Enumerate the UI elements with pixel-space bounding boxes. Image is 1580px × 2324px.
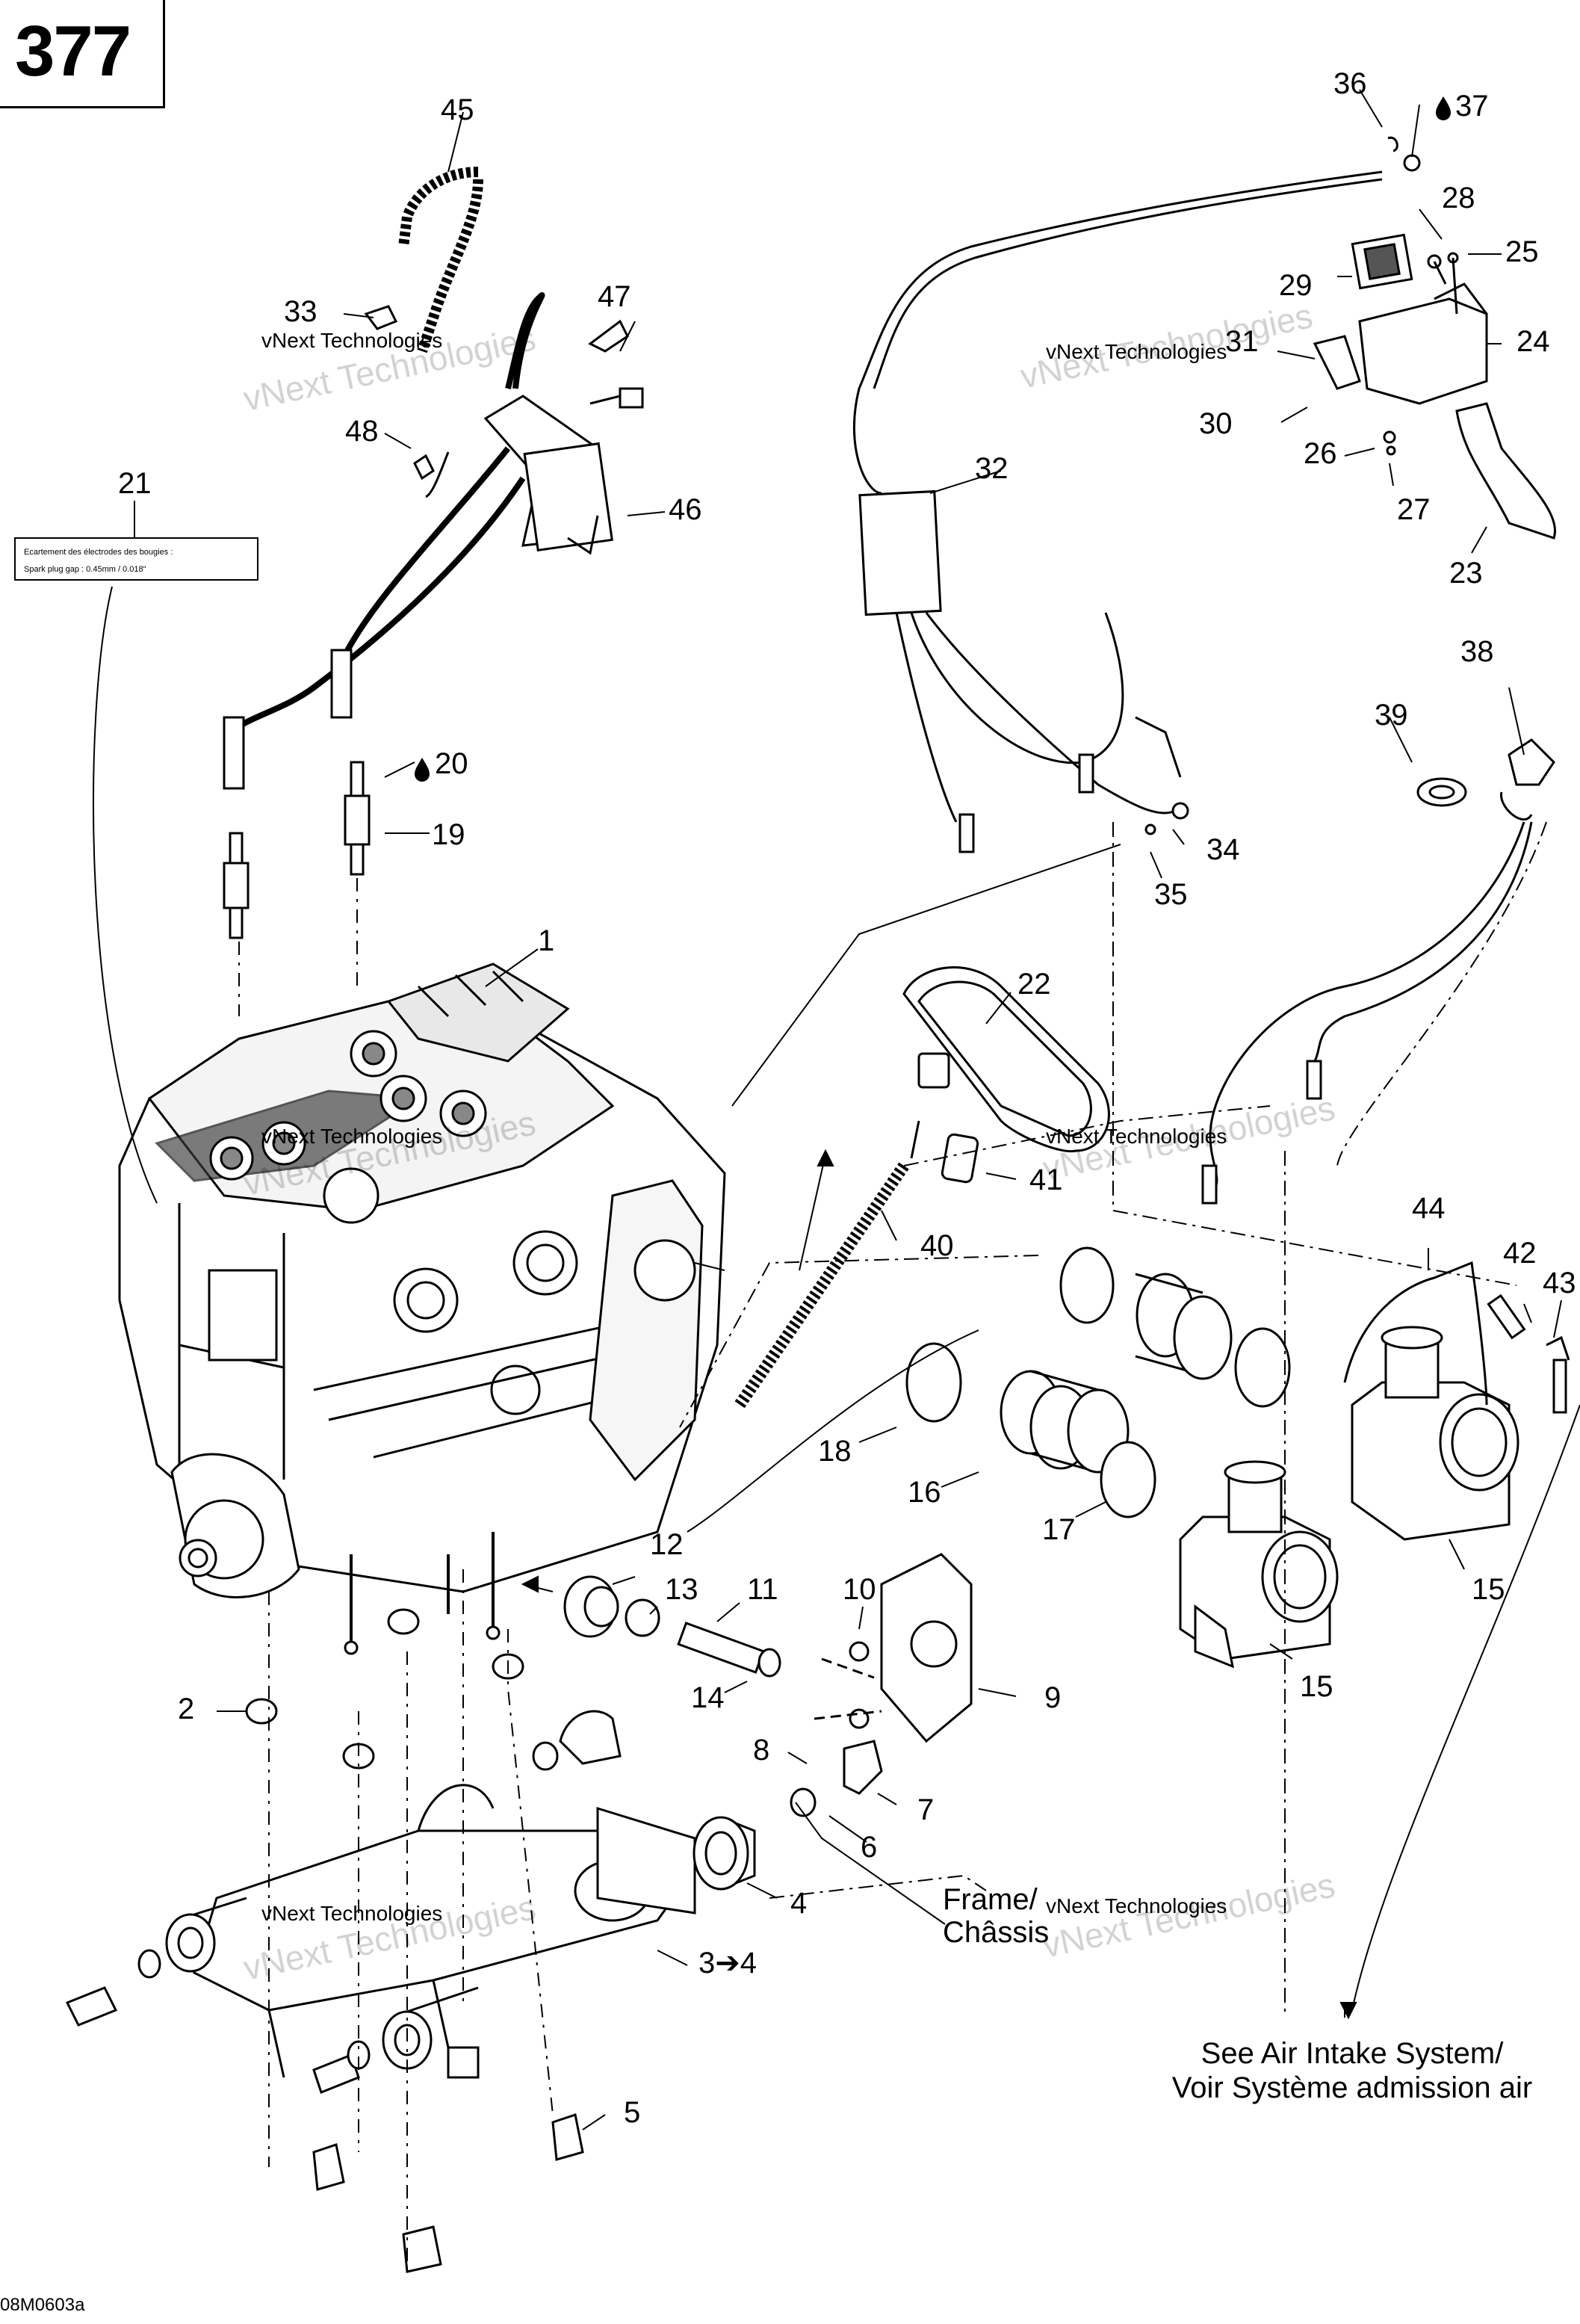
svg-text:vNext Technologies: vNext Technologies bbox=[261, 1125, 442, 1148]
svg-text:37: 37 bbox=[1455, 90, 1489, 123]
svg-text:vNext Technologies: vNext Technologies bbox=[1046, 340, 1227, 363]
washer-6 bbox=[790, 1787, 817, 1817]
callout-6: 6 bbox=[861, 1831, 877, 1864]
frame-label-line1: Frame/ bbox=[943, 1883, 1038, 1916]
callout-23: 23 bbox=[1449, 557, 1483, 590]
oil-drop-icon-37 bbox=[1436, 96, 1451, 120]
callout-1: 1 bbox=[538, 924, 554, 957]
callout-26: 26 bbox=[1304, 437, 1337, 470]
throttle-cable bbox=[1144, 738, 1555, 1205]
callout-3: 3➔4 bbox=[698, 1947, 757, 1980]
ignition-coil-assembly bbox=[223, 167, 644, 790]
spring-40 bbox=[734, 1120, 920, 1409]
spark-plug-19 bbox=[344, 761, 371, 876]
svg-text:vNext Technologies: vNext Technologies bbox=[261, 1902, 442, 1925]
spacers-2 bbox=[245, 1608, 622, 1771]
callout-27: 27 bbox=[1397, 493, 1431, 526]
bolt-7 bbox=[843, 1740, 883, 1795]
callout-21: 21 bbox=[118, 467, 152, 500]
callout-10: 10 bbox=[843, 1573, 876, 1606]
callout-42: 42 bbox=[1503, 1237, 1537, 1270]
callout-28: 28 bbox=[1442, 182, 1475, 214]
callout-2: 2 bbox=[178, 1693, 194, 1725]
svg-text:vNext Technologies: vNext Technologies bbox=[1046, 1894, 1227, 1917]
engine-mount-plate bbox=[65, 1784, 696, 2273]
cap-41 bbox=[941, 1133, 979, 1184]
callout-17: 17 bbox=[1042, 1513, 1076, 1546]
assembly-lines bbox=[521, 821, 1580, 2020]
callout-19: 19 bbox=[432, 818, 465, 851]
callout-35: 35 bbox=[1154, 878, 1188, 911]
callout-11: 11 bbox=[747, 1573, 778, 1606]
mount-rubber-4 bbox=[693, 1816, 756, 1891]
callout-43: 43 bbox=[1543, 1267, 1576, 1299]
air-intake-reference: See Air Intake System/ Voir Système admi… bbox=[1121, 2036, 1580, 2105]
clip-36 bbox=[1387, 136, 1398, 152]
callout-31: 31 bbox=[1225, 325, 1259, 358]
callout-14: 14 bbox=[691, 1681, 725, 1714]
intake-boot-assembly bbox=[905, 1246, 1291, 1518]
frame-label-line2: Châssis bbox=[943, 1916, 1050, 1949]
callout-20: 20 bbox=[415, 747, 468, 782]
frame-label: Frame/ Châssis bbox=[943, 1883, 1049, 1949]
svg-text:Ecartement des électrodes des: Ecartement des électrodes des bougies : bbox=[24, 548, 173, 557]
svg-text:20: 20 bbox=[435, 747, 468, 780]
callout-36: 36 bbox=[1333, 67, 1367, 100]
callout-18: 18 bbox=[818, 1435, 852, 1468]
callouts: 1 2 3➔4 4 5 6 7 8 9 10 11 12 13 14 15 15… bbox=[118, 67, 1576, 2129]
callout-16: 16 bbox=[908, 1476, 941, 1509]
callout-46: 46 bbox=[669, 493, 702, 526]
air-intake-boot-22 bbox=[902, 966, 1110, 1153]
callout-15a: 15 bbox=[1300, 1670, 1333, 1703]
callout-24: 24 bbox=[1517, 325, 1550, 358]
callout-40: 40 bbox=[920, 1229, 954, 1262]
spark-plug-left bbox=[223, 832, 250, 939]
fuel-line-44 bbox=[1343, 1261, 1570, 1414]
air-intake-reference-line2: Voir Système admission air bbox=[1171, 2071, 1533, 2104]
page-number-box: 377 bbox=[0, 0, 165, 108]
throttle-housing bbox=[1313, 233, 1556, 540]
callout-22: 22 bbox=[1017, 968, 1051, 1001]
air-intake-reference-line1: See Air Intake System/ bbox=[1201, 2037, 1504, 2070]
oil-drop-icon-20 bbox=[415, 758, 430, 782]
callout-12: 12 bbox=[650, 1528, 684, 1561]
wiring-harness bbox=[852, 170, 1383, 853]
callout-13: 13 bbox=[665, 1573, 698, 1606]
callout-39: 39 bbox=[1375, 699, 1408, 732]
callout-8: 8 bbox=[753, 1734, 769, 1767]
callout-38: 38 bbox=[1460, 635, 1494, 668]
mounting-hardware bbox=[563, 1553, 973, 1743]
diagram-code: 08M0603a bbox=[0, 2295, 85, 2315]
callout-7: 7 bbox=[917, 1793, 934, 1826]
callout-29: 29 bbox=[1279, 269, 1313, 302]
callout-41: 41 bbox=[1029, 1163, 1063, 1196]
callout-48: 48 bbox=[345, 415, 379, 448]
callout-4: 4 bbox=[790, 1887, 807, 1920]
callout-37: 37 bbox=[1436, 90, 1489, 123]
callout-5: 5 bbox=[624, 2096, 640, 2129]
svg-text:vNext Technologies: vNext Technologies bbox=[1046, 1125, 1227, 1148]
callout-30: 30 bbox=[1199, 407, 1233, 440]
callout-leaders bbox=[217, 89, 1562, 2130]
callout-15b: 15 bbox=[1472, 1573, 1505, 1606]
callout-9: 9 bbox=[1044, 1681, 1061, 1714]
callout-33: 33 bbox=[284, 295, 317, 328]
spark-plug-gap-label: Ecartement des électrodes des bougies : … bbox=[14, 537, 258, 581]
engine-block bbox=[118, 962, 726, 1655]
callout-44: 44 bbox=[1412, 1192, 1446, 1225]
carburetor-front bbox=[1179, 1460, 1339, 1669]
svg-text:vNext Technologies: vNext Technologies bbox=[261, 329, 442, 352]
callout-45: 45 bbox=[441, 93, 474, 126]
page-number: 377 bbox=[15, 11, 131, 91]
watermarks-small: vNext Technologies vNext Technologies vN… bbox=[261, 329, 1227, 1925]
carburetor-rear bbox=[1351, 1326, 1519, 1541]
callout-47: 47 bbox=[598, 280, 631, 313]
callout-25: 25 bbox=[1505, 235, 1539, 268]
svg-text:Spark plug gap : 0.45mm / 0.: Spark plug gap : 0.45mm / 0.018" bbox=[24, 565, 146, 574]
callout-32: 32 bbox=[975, 452, 1009, 485]
cable-end-37 bbox=[1403, 154, 1421, 172]
callout-34: 34 bbox=[1206, 833, 1240, 866]
